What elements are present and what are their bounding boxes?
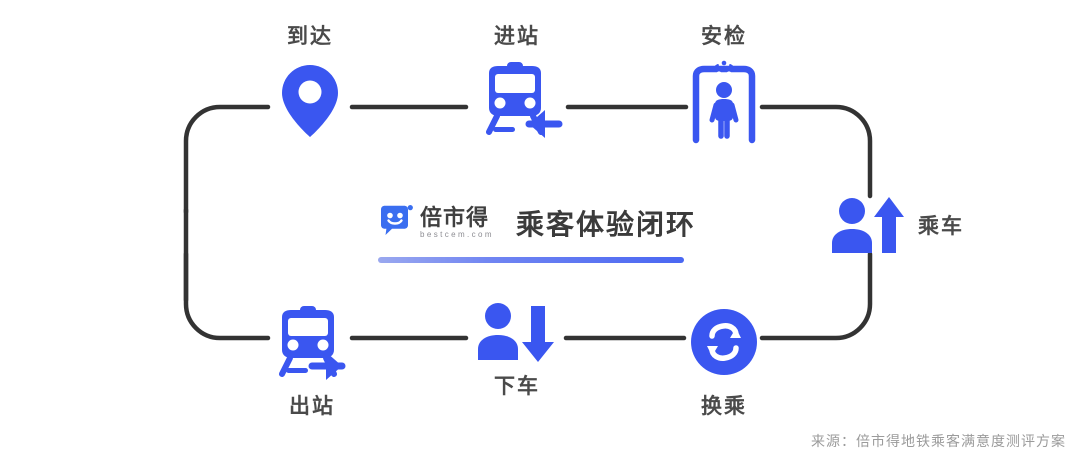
node-enter-station-label: 进站 <box>494 25 540 48</box>
center-brand-block: 倍市得 bestcem.com 乘客体验闭环 <box>378 200 698 263</box>
logo-domain-text: bestcem.com <box>420 230 494 240</box>
node-arrival-label: 到达 <box>287 25 333 48</box>
train-arrow-left-icon <box>477 61 563 141</box>
node-enter-station[interactable]: 进站 <box>447 26 587 141</box>
node-security-check[interactable]: 安检 <box>654 25 794 144</box>
diagram-title: 乘客体验闭环 <box>515 209 696 240</box>
person-arrow-up-icon <box>832 197 904 255</box>
person-arrow-down-icon <box>474 302 560 362</box>
node-transfer-label: 换乘 <box>701 395 747 418</box>
node-alighting-label: 下车 <box>494 375 540 398</box>
node-boarding-label: 乘车 <box>918 214 964 238</box>
node-exit-station-label: 出站 <box>289 395 335 418</box>
smiley-chat-bubble-icon <box>378 205 414 241</box>
train-arrow-right-icon <box>272 302 352 382</box>
node-exit-station[interactable]: 出站 <box>242 302 382 417</box>
center-brand-row: 倍市得 bestcem.com 乘客体验闭环 <box>378 200 696 246</box>
logo-wordmark: 倍市得 bestcem.com <box>420 206 494 240</box>
title-underline-bar <box>378 257 684 263</box>
map-pin-icon <box>270 61 350 141</box>
node-security-check-label: 安检 <box>701 25 747 48</box>
source-caption: 来源：倍市得地铁乘客满意度测评方案 <box>811 433 1066 449</box>
sync-circle-icon <box>684 302 764 382</box>
node-boarding[interactable]: 乘车 <box>832 197 964 255</box>
logo-chinese-name: 倍市得 <box>420 205 490 231</box>
node-transfer[interactable]: 换乘 <box>654 302 794 417</box>
node-arrival[interactable]: 到达 <box>240 26 380 141</box>
security-gate-person-icon <box>684 60 764 144</box>
node-alighting[interactable]: 下车 <box>447 302 587 397</box>
